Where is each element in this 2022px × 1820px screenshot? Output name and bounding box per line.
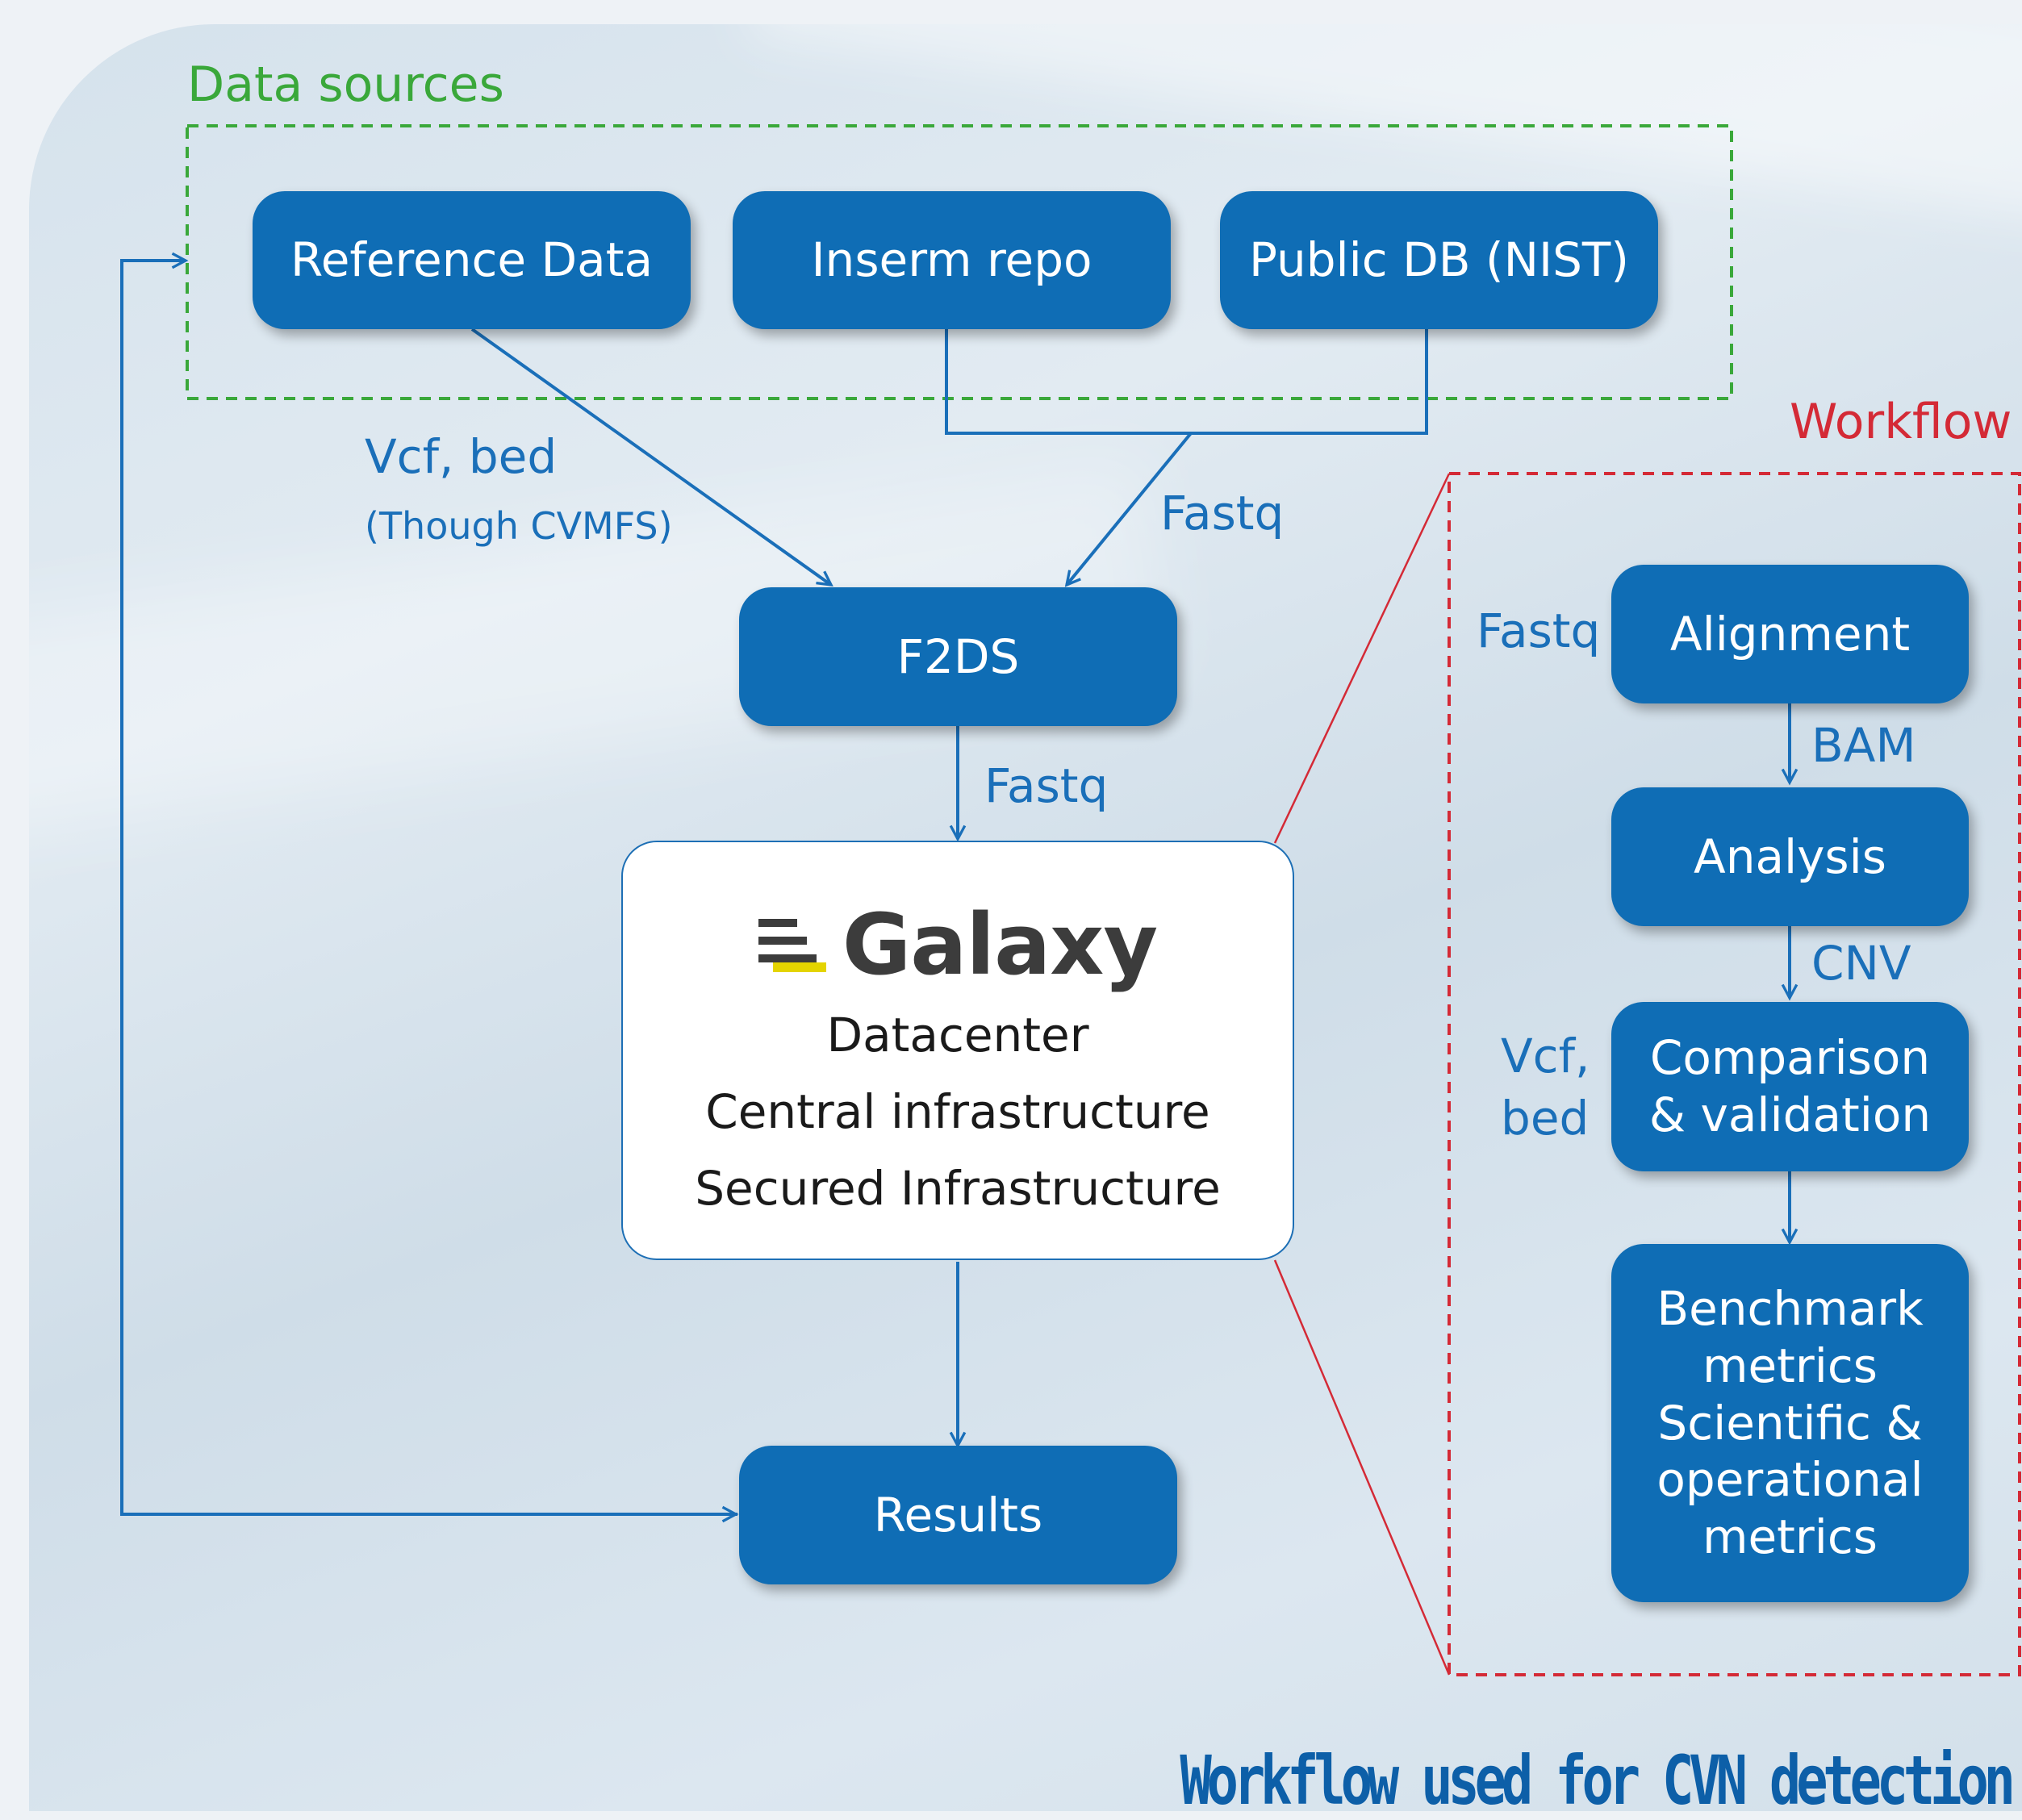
zoom-line-top [1273, 473, 1451, 844]
zoom-line-bottom [1273, 1259, 1451, 1676]
benchmark-line-5: metrics [1702, 1509, 1878, 1565]
benchmark-line-4: operational [1656, 1452, 1924, 1508]
galaxy-node: Galaxy Datacenter Central infrastructure… [621, 841, 1294, 1260]
galaxy-logo: Galaxy [623, 892, 1293, 997]
inserm-repo-node: Inserm repo [733, 191, 1171, 329]
comparison-line-1: Comparison [1649, 1030, 1931, 1086]
galaxy-logo-text: Galaxy [842, 895, 1158, 994]
workflow-vcf-label: Vcf, [1501, 1029, 1590, 1083]
alignment-node: Alignment [1611, 565, 1969, 703]
analysis-node: Analysis [1611, 787, 1969, 926]
galaxy-line-central: Central infrastructure [705, 1084, 1210, 1139]
public-db-node: Public DB (NIST) [1220, 191, 1658, 329]
data-sources-title: Data sources [187, 56, 504, 113]
arrow-sources-to-f2ds [1067, 432, 1193, 585]
bam-label: BAM [1811, 718, 1916, 773]
footer-title: Workflow used for CVN detection [1180, 1741, 2016, 1820]
workflow-fastq-input-label: Fastq [1477, 603, 1601, 658]
galaxy-line-secured: Secured Infrastructure [695, 1161, 1221, 1216]
benchmark-metrics-node: Benchmark metrics Scientific & operation… [1611, 1244, 1969, 1602]
fastq-f2ds-label: Fastq [984, 758, 1109, 813]
comparison-validation-node: Comparison & validation [1611, 1002, 1969, 1171]
arrow-reference-to-f2ds [470, 328, 831, 585]
benchmark-line-2: metrics [1702, 1338, 1878, 1393]
results-node: Results [739, 1446, 1177, 1584]
cnv-label: CNV [1811, 936, 1911, 991]
vcf-bed-label: Vcf, bed [365, 429, 558, 484]
workflow-title: Workflow [1790, 394, 2012, 450]
workflow-frame [1448, 472, 2021, 1676]
f2ds-node: F2DS [739, 587, 1177, 726]
galaxy-line-datacenter: Datacenter [826, 1008, 1089, 1062]
comparison-line-2: & validation [1648, 1087, 1932, 1142]
benchmark-line-3: Scientific & [1657, 1395, 1923, 1451]
reference-data-node: Reference Data [253, 191, 691, 329]
galaxy-logo-icon [758, 919, 826, 972]
workflow-bed-label: bed [1501, 1091, 1590, 1146]
fastq-sources-label: Fastq [1160, 486, 1285, 541]
connector-inserm-public [945, 329, 1428, 435]
benchmark-line-1: Benchmark [1656, 1281, 1924, 1337]
cvmfs-note-label: (Though CVMFS) [365, 504, 673, 548]
